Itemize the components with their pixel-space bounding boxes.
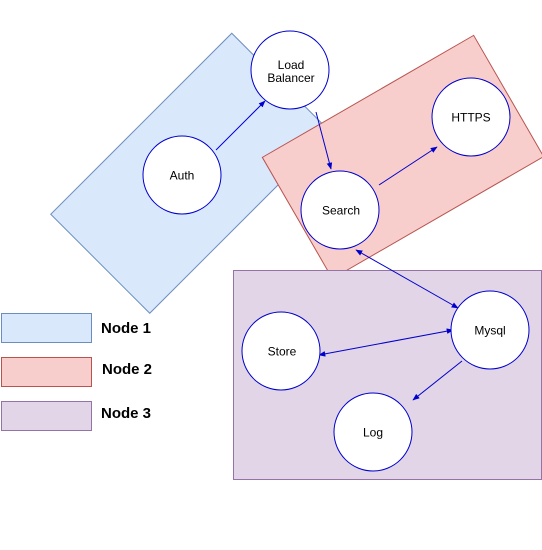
https-node[interactable]: HTTPS	[431, 77, 511, 157]
auth-label: Auth	[170, 169, 195, 183]
store-label: Store	[268, 345, 297, 359]
load-balancer-node[interactable]: Load Balancer	[250, 30, 330, 110]
log-node[interactable]: Log	[333, 392, 413, 472]
edge-mysql-to-log	[412, 360, 463, 401]
log-label: Log	[363, 426, 383, 440]
legend-label-node-2: Node 2	[102, 361, 152, 378]
edge-search-to-https	[378, 146, 438, 186]
edge-search-mysql	[355, 249, 459, 309]
edge-auth-to-load-balancer	[215, 100, 266, 151]
load-balancer-label-line1: Load	[278, 58, 305, 72]
edge-load-balancer-to-search	[315, 111, 333, 170]
legend-swatch-node-1	[1, 313, 92, 343]
edge-mysql-store	[318, 328, 454, 357]
mysql-label: Mysql	[474, 324, 505, 338]
legend-swatch-node-2	[1, 357, 92, 387]
legend-label-node-1: Node 1	[101, 320, 151, 337]
search-node[interactable]: Search	[300, 170, 380, 250]
legend: Node 1 Node 2 Node 3	[1, 313, 152, 431]
load-balancer-label-line2: Balancer	[267, 71, 314, 85]
mysql-node[interactable]: Mysql	[450, 290, 530, 370]
store-node[interactable]: Store	[241, 311, 321, 391]
auth-node[interactable]: Auth	[142, 135, 222, 215]
legend-swatch-node-3	[1, 401, 92, 431]
search-label: Search	[322, 204, 360, 218]
legend-label-node-3: Node 3	[101, 405, 151, 422]
https-label: HTTPS	[451, 111, 490, 125]
